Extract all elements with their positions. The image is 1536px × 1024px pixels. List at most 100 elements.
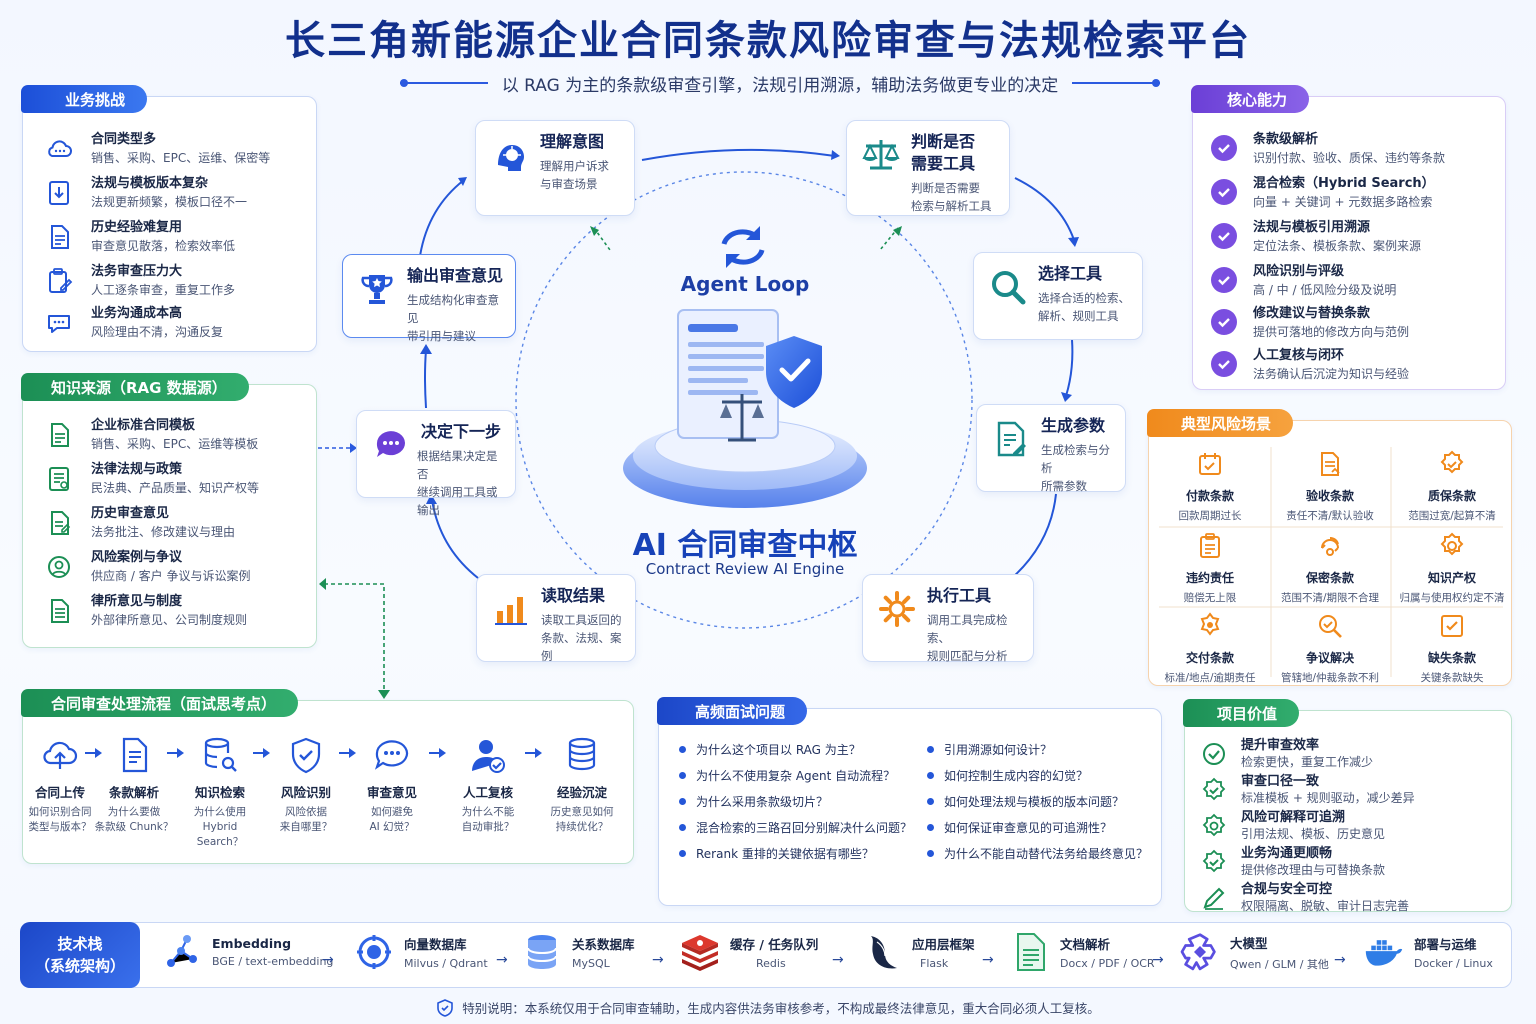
payment-icon (1151, 447, 1269, 481)
value-item: 业务沟通更顺畅提供修改理由与可替换条款 (1201, 845, 1385, 879)
check-icon (1211, 179, 1237, 205)
bullet-icon (927, 798, 934, 805)
challenge-desc: 法规更新频繁，模板口径不一 (91, 195, 248, 209)
shield-check-icon (264, 734, 348, 776)
source-item: 律所意见与制度外部律所意见、公司制度规则 (41, 593, 247, 629)
process-tag: 合同审查处理流程（面试思考点） (21, 689, 299, 717)
risks-panel: 典型风险场景 付款条款回款周期过长 验收条款责任不清/默认验收 质保条款范围过宽… (1147, 409, 1512, 689)
source-title: 法律法规与政策 (91, 462, 183, 477)
source-title: 风险案例与争议 (91, 550, 183, 565)
capability-item: 法规与模板引用溯源定位法条、模板条款、案例来源 (1211, 219, 1421, 255)
challenge-item: 合同类型多销售、采购、EPC、运维、保密等 (41, 131, 270, 167)
tech-stack-label: 技术栈（系统架构） (20, 922, 140, 988)
capability-title: 条款级解析 (1253, 132, 1319, 147)
faq-question[interactable]: 引用溯源如何设计？ (927, 741, 1052, 758)
node-desc: 生成检索与分析所需参数 (1041, 443, 1110, 493)
node-intent[interactable]: 理解意图 理解用户诉求与审查场景 (475, 120, 635, 216)
doc-parse-icon (1010, 932, 1050, 972)
contract-hub-illustration (623, 309, 867, 508)
node-params[interactable]: 生成参数 生成检索与分析所需参数 (976, 404, 1126, 493)
capability-title: 人工复核与闭环 (1253, 348, 1345, 363)
risk-cell: 缺失条款关键条款缺失 (1393, 609, 1511, 689)
source-desc: 外部律所意见、公司制度规则 (91, 613, 248, 627)
capability-item: 人工复核与闭环法务确认后沉淀为知识与经验 (1211, 347, 1409, 383)
bar-chart-icon (489, 587, 533, 631)
faq-question[interactable]: 如何控制生成内容的幻觉？ (927, 767, 1088, 784)
challenge-title: 合同类型多 (91, 132, 157, 147)
tech-arrow-icon: → (982, 952, 994, 968)
agent-loop-label: Agent Loop (680, 272, 810, 296)
node-desc: 判断是否需要检索与解析工具 (911, 181, 992, 213)
capability-title: 混合检索（Hybrid Search） (1253, 176, 1435, 191)
node-execute[interactable]: 执行工具 调用工具完成检索、规则匹配与分析 (862, 574, 1034, 663)
process-step: 合同上传如何识别合同类型与版本？ (18, 734, 102, 835)
source-desc: 供应商 / 客户 争议与诉讼案例 (91, 569, 251, 583)
capabilities-panel: 核心能力 条款级解析识别付款、验收、质保、违约等条款 混合检索（Hybrid S… (1191, 85, 1506, 390)
node-desc: 选择合适的检索、解析、规则工具 (1038, 291, 1130, 323)
subtitle-row: 以 RAG 为主的条款级审查引擎，法规引用溯源，辅助法务做更专业的决定 (400, 70, 1160, 96)
capability-desc: 法务确认后沉淀为知识与经验 (1253, 367, 1410, 381)
faq-question[interactable]: 混合检索的三路召回分别解决什么问题？ (679, 819, 912, 836)
tech-arrow-icon: → (322, 952, 334, 968)
faq-question[interactable]: 为什么这个项目以 RAG 为主？ (679, 741, 861, 758)
shield-icon (437, 998, 454, 1017)
capability-desc: 向量 + 关键词 + 元数据多路检索 (1253, 195, 1433, 209)
value-panel: 项目价值 提升审查效率检索更快，重复工作减少 审查口径一致标准模板 + 规则驱动… (1183, 699, 1512, 913)
source-item: 风险案例与争议供应商 / 客户 争议与诉讼案例 (41, 549, 251, 585)
node-title: 读取结果 (541, 586, 606, 605)
source-title: 企业标准合同模板 (91, 418, 196, 433)
llm-icon (1180, 932, 1220, 972)
capability-desc: 高 / 中 / 低风险分级及说明 (1253, 283, 1397, 297)
faq-question[interactable]: 为什么不能自动替代法务给最终意见？ (927, 845, 1148, 862)
node-title: 输出审查意见 (407, 266, 504, 285)
upload-icon (18, 734, 102, 776)
capability-item: 风险识别与评级高 / 中 / 低风险分级及说明 (1211, 263, 1396, 299)
value-item: 审查口径一致标准模板 + 规则驱动，减少差异 (1201, 773, 1415, 807)
risk-cell: 验收条款责任不清/默认验收 (1271, 447, 1389, 527)
node-desc: 根据结果决定是否继续调用工具或输出 (417, 449, 498, 517)
node-title: 执行工具 (927, 586, 992, 605)
brain-bulb-icon (488, 133, 532, 177)
doc-edit-icon (989, 417, 1033, 461)
warranty-icon (1393, 447, 1511, 481)
challenges-panel: 业务挑战 合同类型多销售、采购、EPC、运维、保密等 法规与模板版本复杂法规更新… (21, 85, 317, 352)
faq-question[interactable]: 为什么采用条款级切片？ (679, 793, 828, 810)
node-desc: 生成结构化审查意见带引用与建议 (407, 293, 499, 343)
risk-cell: 争议解决管辖地/仲裁条款不利 (1271, 609, 1389, 689)
node-title: 判断是否需要工具 (911, 132, 976, 173)
node-select[interactable]: 选择工具 选择合适的检索、解析、规则工具 (973, 252, 1143, 340)
capability-title: 风险识别与评级 (1253, 264, 1345, 279)
step-arrow-icon (167, 748, 184, 758)
document-icon (41, 219, 77, 255)
step-arrow-icon (339, 748, 356, 758)
cloud-icon (41, 131, 77, 167)
node-next[interactable]: 决定下一步 根据结果决定是否继续调用工具或输出 (356, 410, 516, 517)
node-read[interactable]: 读取结果 读取工具返回的条款、法规、案例 (476, 574, 636, 663)
source-title: 历史审查意见 (91, 506, 170, 521)
trophy-icon (355, 267, 399, 311)
confidential-icon (1271, 529, 1389, 563)
faq-question[interactable]: Rerank 重排的关键依据有哪些？ (679, 845, 874, 862)
tech-arrow-icon: → (652, 952, 664, 968)
value-tag: 项目价值 (1183, 699, 1300, 727)
source-desc: 法务批注、修改建议与理由 (91, 525, 236, 539)
faq-question[interactable]: 如何保证审查意见的可追溯性？ (927, 819, 1112, 836)
communication-icon (1202, 849, 1226, 873)
acceptance-icon (1271, 447, 1389, 481)
dispute-icon (1271, 609, 1389, 643)
node-output[interactable]: 输出审查意见 生成结构化审查意见带引用与建议 (342, 254, 516, 343)
node-judge[interactable]: 判断是否需要工具 判断是否需要检索与解析工具 (846, 120, 1010, 216)
pen-icon (1203, 887, 1225, 910)
challenge-desc: 人工逐条审查，重复工作多 (91, 283, 236, 297)
bullet-icon (679, 850, 686, 857)
faq-question[interactable]: 为什么不使用复杂 Agent 自动流程？ (679, 767, 895, 784)
refresh-icon (721, 226, 765, 268)
faq-question[interactable]: 如何处理法规与模板的版本问题？ (927, 793, 1124, 810)
